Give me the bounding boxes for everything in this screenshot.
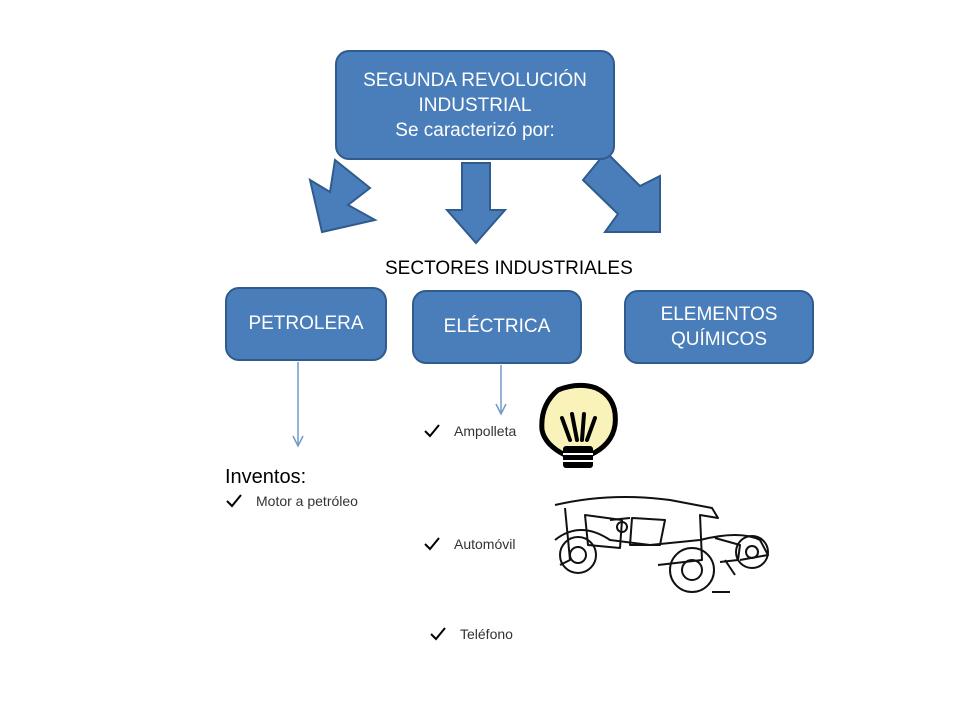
arrow-down-icon [495,403,507,416]
arrow-down-center [444,162,508,245]
main-title-line-2: INDUSTRIAL [418,94,532,116]
invention-item: Automóvil [424,536,515,552]
sector-box-quimicos: ELEMENTOS QUÍMICOS [624,290,814,364]
inventions-heading: Inventos: [225,466,307,488]
invention-label: Motor a petróleo [256,493,358,509]
sector-label: PETROLERA [248,313,364,334]
invention-item: Ampolleta [424,423,516,439]
arrow-down-icon [292,435,304,448]
arrow-down-right [581,150,661,233]
sector-box-petrolera: PETROLERA [225,287,387,361]
check-icon [430,627,446,641]
sector-box-electrica: ELÉCTRICA [412,290,582,364]
sector-label: ELÉCTRICA [443,316,551,337]
main-topic-box: SEGUNDA REVOLUCIÓN INDUSTRIAL Se caracte… [335,50,615,160]
check-icon [424,537,440,551]
sector-label-line-1: ELEMENTOS [660,304,778,325]
invention-label: Ampolleta [454,423,517,439]
check-icon [424,424,440,438]
invention-label: Teléfono [460,626,513,642]
check-icon [226,494,242,508]
invention-item: Teléfono [430,626,513,642]
arrow-down-left [308,158,378,234]
invention-label: Automóvil [454,536,516,552]
main-title-line-1: SEGUNDA REVOLUCIÓN [363,69,587,91]
main-title-line-3: Se caracterizó por: [395,119,555,141]
sectors-heading: SECTORES INDUSTRIALES [385,258,633,279]
sector-label-line-2: QUÍMICOS [670,329,768,350]
invention-item: Motor a petróleo [226,493,358,509]
